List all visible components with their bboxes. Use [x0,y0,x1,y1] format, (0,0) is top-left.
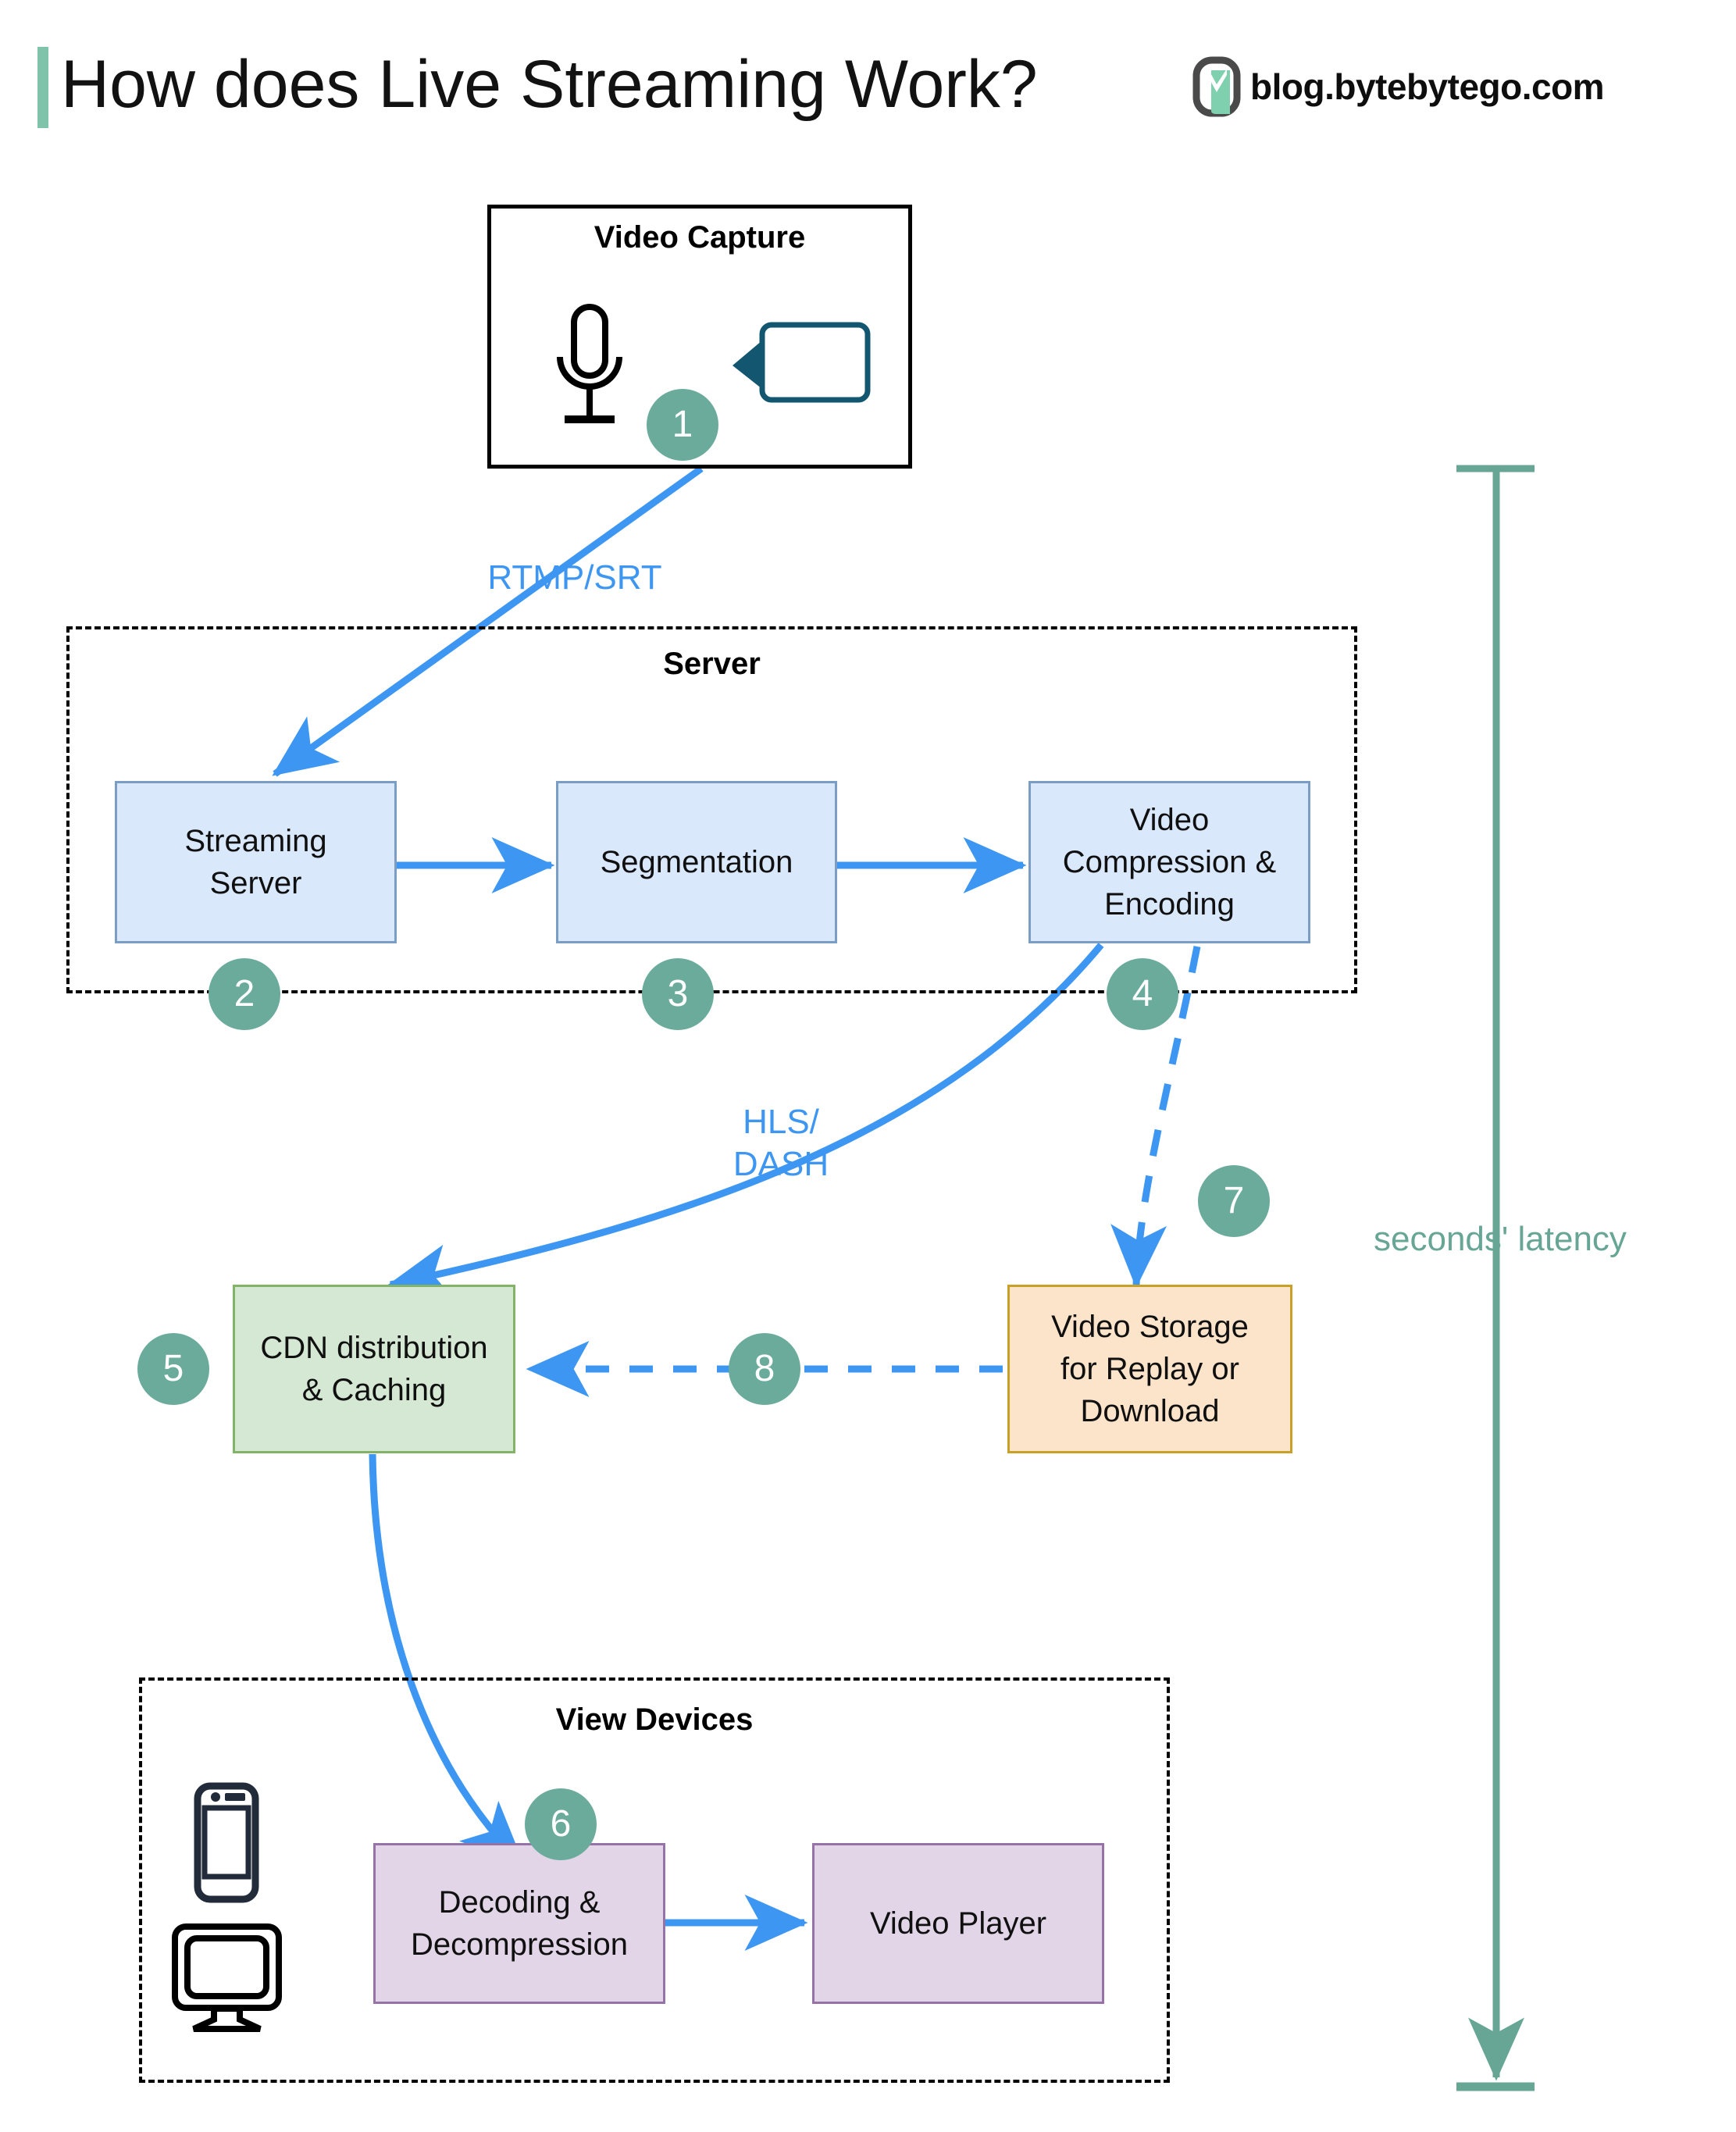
step-badge-8: 8 [729,1333,800,1405]
node-segmentation[interactable]: Segmentation [556,781,837,943]
brand-text: blog.bytebytego.com [1250,66,1605,107]
node-cdn-distribution[interactable]: CDN distribution& Caching [233,1285,515,1453]
step-badge-7: 7 [1198,1165,1270,1237]
step-badge-5: 5 [137,1333,209,1405]
node-decoding-decompression[interactable]: Decoding &Decompression [373,1843,665,2004]
edge-label-rtmp-srt: RTMP/SRT [487,558,662,597]
mobile-phone-icon [194,1782,259,1903]
node-video-player[interactable]: Video Player [812,1843,1104,2004]
step-badge-1: 1 [647,389,718,461]
video-camera-icon [733,322,871,403]
bytebytego-logo-icon [1192,56,1241,117]
group-server-title: Server [663,647,761,681]
step-badge-4: 4 [1107,958,1178,1030]
latency-label: seconds' latency [1374,1220,1627,1258]
microphone-icon [557,304,622,423]
brand: blog.bytebytego.com [1192,56,1605,117]
edge-label-hls-dash: HLS/DASH [733,1103,829,1183]
page-title: How does Live Streaming Work? [61,47,1038,122]
step-badge-3: 3 [642,958,714,1030]
step-badge-6: 6 [525,1788,597,1860]
desktop-monitor-icon [172,1923,282,2032]
group-video-capture-title: Video Capture [594,220,806,255]
group-view-devices [139,1677,1170,2083]
title-accent-bar [37,47,48,128]
group-view-devices-title: View Devices [555,1702,754,1737]
step-badge-2: 2 [209,958,280,1030]
